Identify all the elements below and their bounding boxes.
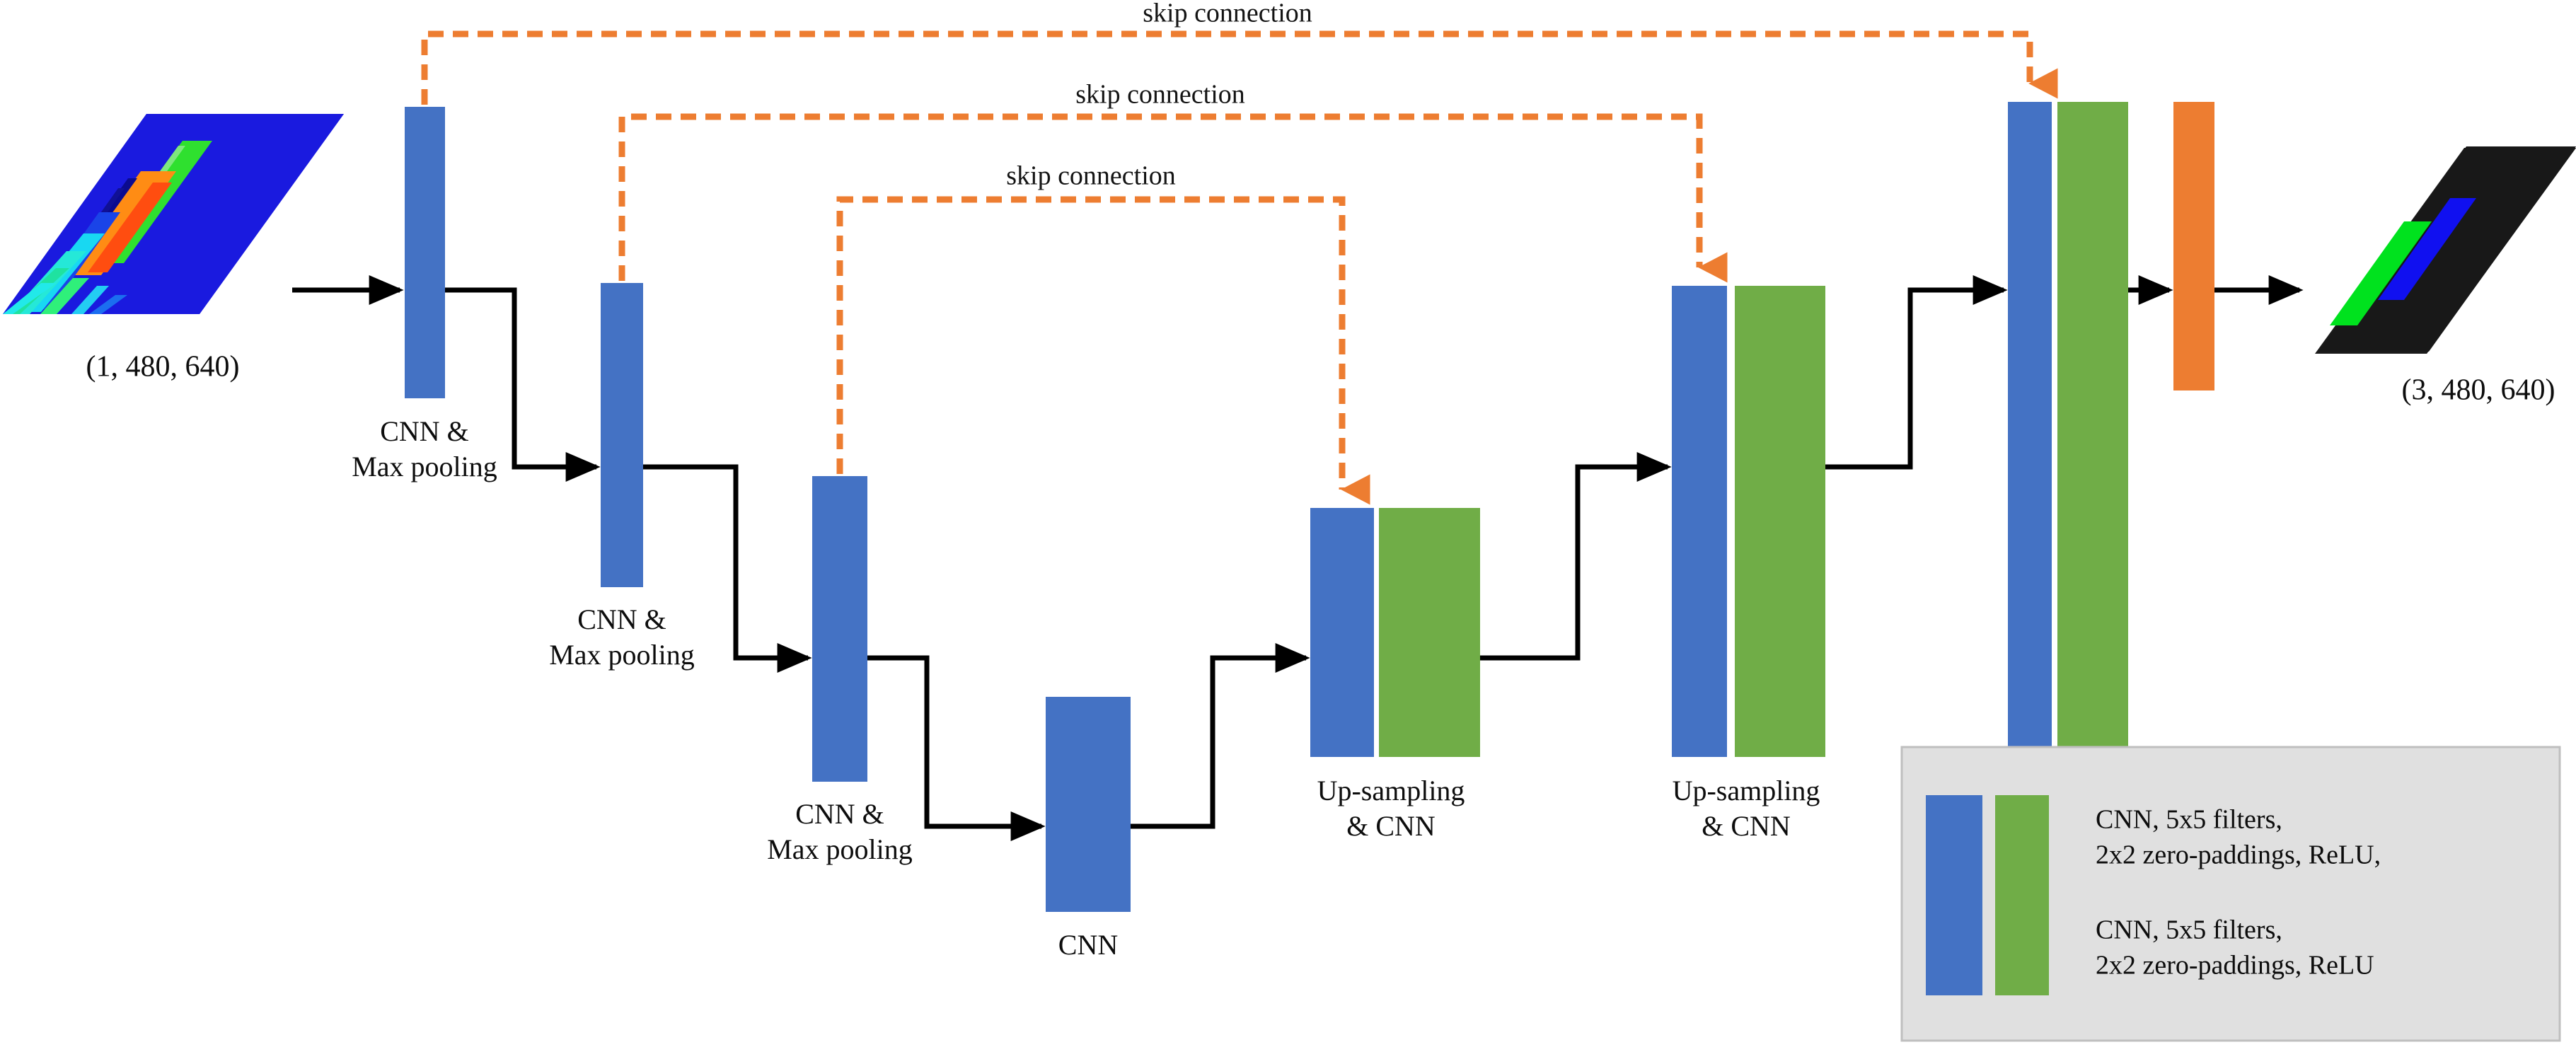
encoder-block-2-bar[interactable] — [601, 283, 643, 587]
legend-green-swatch — [1995, 795, 2049, 995]
encoder-block-1[interactable]: CNN & Max pooling — [352, 107, 497, 482]
decoder-block-1-blue-bar[interactable] — [1310, 508, 1374, 757]
arrow-enc1-to-enc2 — [445, 287, 601, 482]
legend-box: CNN, 5x5 filters, 2x2 zero-paddings, ReL… — [1900, 746, 2561, 1042]
input-shape-label: (1, 480, 640) — [86, 351, 240, 383]
encoder-block-3-label-line2: Max pooling — [767, 833, 913, 865]
skip-connection-1-path — [421, 30, 2058, 105]
decoder-block-2-green-bar[interactable] — [1735, 286, 1825, 757]
legend-line-4: 2x2 zero-paddings, ReLU — [2096, 951, 2374, 981]
decoder-block-2-label-line1: Up-sampling — [1673, 775, 1820, 806]
legend-blue-swatch — [1926, 795, 1982, 995]
decoder-block-3-blue-bar[interactable] — [2008, 102, 2052, 757]
decoder-block-1-label-line1: Up-sampling — [1317, 775, 1465, 806]
encoder-block-2[interactable]: CNN & Max pooling — [549, 283, 695, 671]
skip-connection-1-label: skip connection — [1143, 0, 1312, 28]
encoder-block-1-label-line1: CNN & — [380, 415, 469, 447]
skip-connection-2: skip connection — [618, 80, 1728, 283]
final-conv-bar[interactable] — [2173, 102, 2214, 391]
decoder-block-2-blue-bar[interactable] — [1672, 286, 1727, 757]
legend-line-1: CNN, 5x5 filters, — [2096, 805, 2282, 835]
skip-connection-3-path — [836, 196, 1370, 505]
skip-connection-2-label: skip connection — [1075, 80, 1245, 110]
segmentation-output-image — [2315, 146, 2576, 354]
skip-connection-3-label: skip connection — [1006, 161, 1176, 191]
arrow-enc3-to-bottleneck — [867, 655, 1046, 841]
bottleneck-bar[interactable] — [1046, 697, 1131, 912]
thermal-input-image — [3, 114, 344, 314]
decoder-block-3-green-bar[interactable] — [2057, 102, 2128, 757]
bottleneck-label-line1: CNN — [1058, 929, 1118, 961]
encoder-block-1-bar[interactable] — [405, 107, 445, 398]
encoder-block-3-label-line1: CNN & — [795, 798, 884, 830]
decoder-block-1-label-line2: & CNN — [1346, 810, 1436, 842]
skip-connection-1: skip connection — [421, 0, 2058, 105]
decoder-block-1-green-bar[interactable] — [1379, 508, 1480, 757]
encoder-block-2-label-line1: CNN & — [577, 603, 666, 635]
output-shape-label: (3, 480, 640) — [2402, 374, 2555, 407]
arrow-dec2-to-dec3 — [1825, 275, 2008, 470]
bottleneck-block[interactable]: CNN — [1046, 697, 1131, 961]
encoder-block-2-label-line2: Max pooling — [549, 639, 695, 671]
arrow-enc2-to-enc3 — [643, 464, 812, 673]
legend-line-2: 2x2 zero-paddings, ReLU, — [2096, 840, 2381, 870]
decoder-block-1[interactable]: Up-sampling & CNN — [1310, 508, 1480, 842]
encoder-block-3-bar[interactable] — [812, 476, 867, 782]
skip-connection-2-path — [618, 113, 1728, 283]
encoder-block-3[interactable]: CNN & Max pooling — [767, 476, 913, 865]
arrow-dec1-to-dec2 — [1480, 452, 1672, 661]
decoder-block-2-label-line2: & CNN — [1702, 810, 1791, 842]
arrow-bottleneck-to-dec1 — [1131, 643, 1310, 829]
decoder-block-3[interactable]: Up-sampling & CNN — [1992, 102, 2140, 842]
final-conv-block[interactable]: 1x1 CNN — [2164, 102, 2224, 842]
legend-line-3: CNN, 5x5 filters, — [2096, 915, 2282, 945]
decoder-block-2[interactable]: Up-sampling & CNN — [1672, 286, 1825, 842]
skip-connection-3: skip connection — [836, 161, 1370, 505]
encoder-block-1-label-line2: Max pooling — [352, 451, 497, 482]
